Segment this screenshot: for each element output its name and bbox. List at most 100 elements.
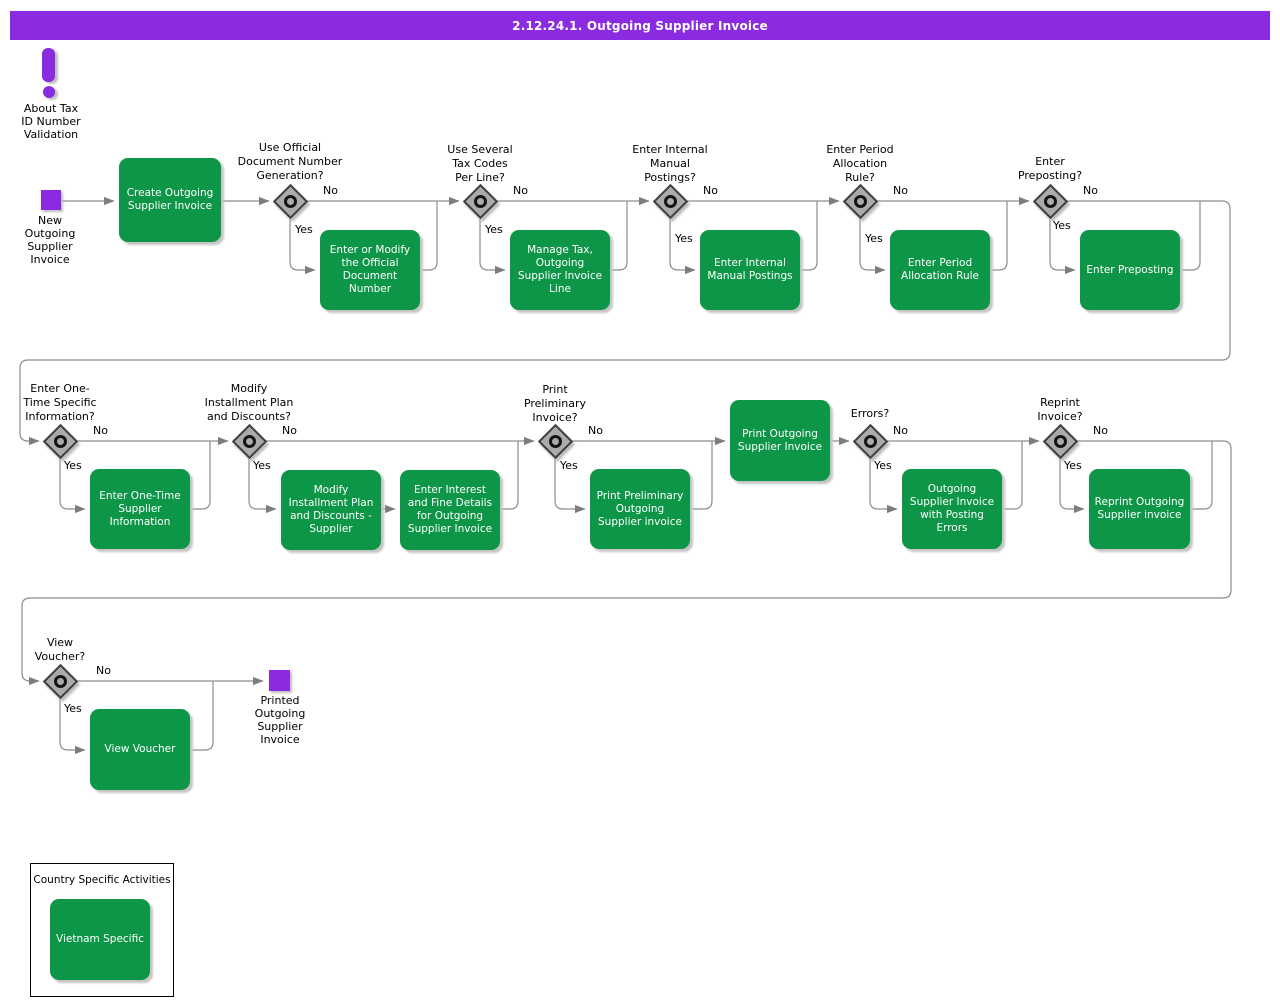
exclamation-dot: [42, 86, 55, 98]
activity-label: Reprint Outgoing Supplier invoice: [1094, 496, 1185, 521]
decision-label: Modify Installment Plan and Discounts?: [204, 382, 294, 423]
gateway-circle-icon: [660, 191, 680, 211]
branch-label-no: No: [893, 424, 908, 437]
branch-label-no: No: [588, 424, 603, 437]
activity-label: Modify Installment Plan and Discounts - …: [288, 484, 374, 535]
activity-view-voucher[interactable]: View Voucher: [90, 709, 190, 790]
decision-enter-preposting: [1032, 183, 1068, 219]
decision-label: Enter Preposting?: [1017, 155, 1083, 182]
activity-print-preliminary-outgoing-supplier-invoice[interactable]: Print Preliminary Outgoing Supplier invo…: [590, 469, 690, 549]
gateway-circle-icon: [1050, 431, 1070, 451]
activity-label: Enter Period Allocation Rule: [901, 257, 979, 282]
decision-enter-one-time-specific-information: [42, 423, 78, 459]
activity-outgoing-supplier-invoice-with-posting-errors[interactable]: Outgoing Supplier Invoice with Posting E…: [902, 469, 1002, 549]
activity-create-outgoing-supplier-invoice[interactable]: Create Outgoing Supplier Invoice: [119, 158, 221, 242]
decision-modify-installment-plan-and-discounts: [231, 423, 267, 459]
gateway-diamond-icon: [537, 423, 573, 459]
gateway-diamond-icon: [462, 183, 498, 219]
activity-label: Outgoing Supplier Invoice with Posting E…: [909, 483, 995, 534]
branch-label-yes: Yes: [64, 702, 82, 715]
branch-label-yes: Yes: [874, 459, 892, 472]
activity-modify-installment-plan-and-discounts-supplier[interactable]: Modify Installment Plan and Discounts - …: [281, 470, 381, 550]
branch-label-yes: Yes: [1053, 219, 1071, 232]
branch-label-yes: Yes: [64, 459, 82, 472]
activity-label: Create Outgoing Supplier Invoice: [126, 187, 214, 212]
branch-label-no: No: [282, 424, 297, 437]
gateway-circle-icon: [545, 431, 565, 451]
decision-label: Use Official Document Number Generation?: [237, 141, 343, 182]
activity-reprint-outgoing-supplier-invoice[interactable]: Reprint Outgoing Supplier invoice: [1089, 469, 1190, 549]
gateway-diamond-icon: [852, 423, 888, 459]
activity-enter-internal-manual-postings[interactable]: Enter Internal Manual Postings: [700, 230, 800, 310]
gateway-diamond-icon: [842, 183, 878, 219]
exclamation-icon[interactable]: [42, 48, 58, 98]
decision-label: View Voucher?: [34, 636, 86, 663]
gateway-diamond-icon: [652, 183, 688, 219]
branch-label-no: No: [93, 424, 108, 437]
gateway-circle-icon: [860, 431, 880, 451]
gateway-circle-icon: [850, 191, 870, 211]
activity-label: Print Outgoing Supplier Invoice: [737, 427, 823, 453]
decision-label: Reprint Invoice?: [1037, 396, 1083, 423]
branch-label-yes: Yes: [253, 459, 271, 472]
branch-label-yes: Yes: [675, 232, 693, 245]
activity-print-outgoing-supplier-invoice[interactable]: Print Outgoing Supplier Invoice: [730, 400, 830, 481]
gateway-circle-icon: [50, 431, 70, 451]
decision-errors: [852, 423, 888, 459]
decision-label: Enter Internal Manual Postings?: [632, 143, 708, 184]
activity-label: Enter or Modify the Official Document Nu…: [329, 244, 411, 295]
activity-label: Print Preliminary Outgoing Supplier invo…: [596, 489, 684, 528]
page-title: 2.12.24.1. Outgoing Supplier Invoice: [512, 18, 768, 33]
start-event-square: [41, 190, 61, 210]
activity-vietnam-specific[interactable]: Vietnam Specific: [50, 899, 150, 980]
decision-use-official-document-number-generation: [272, 183, 308, 219]
activity-label: Enter One-Time Supplier Information: [99, 489, 181, 528]
activity-enter-interest-and-fine-details[interactable]: Enter Interest and Fine Details for Outg…: [400, 470, 500, 550]
gateway-diamond-icon: [1032, 183, 1068, 219]
branch-label-no: No: [893, 184, 908, 197]
gateway-circle-icon: [470, 191, 490, 211]
gateway-diamond-icon: [42, 663, 78, 699]
gateway-diamond-icon: [231, 423, 267, 459]
start-event-label: New Outgoing Supplier Invoice: [24, 214, 76, 266]
activity-label: Enter Internal Manual Postings: [707, 257, 793, 282]
decision-enter-internal-manual-postings: [652, 183, 688, 219]
end-event-label: Printed Outgoing Supplier Invoice: [254, 694, 306, 746]
decision-label: Errors?: [850, 407, 890, 420]
gateway-circle-icon: [280, 191, 300, 211]
decision-view-voucher: [42, 663, 78, 699]
legend-title: Country Specific Activities: [33, 874, 171, 886]
activity-enter-preposting[interactable]: Enter Preposting: [1080, 230, 1180, 310]
gateway-diamond-icon: [42, 423, 78, 459]
gateway-circle-icon: [50, 671, 70, 691]
country-specific-activities-box: Country Specific Activities Vietnam Spec…: [30, 863, 174, 997]
branch-label-yes: Yes: [865, 232, 883, 245]
branch-label-no: No: [1083, 184, 1098, 197]
branch-label-no: No: [513, 184, 528, 197]
gateway-diamond-icon: [272, 183, 308, 219]
end-event-square: [269, 670, 290, 691]
activity-label: View Voucher: [104, 743, 176, 755]
branch-label-no: No: [96, 664, 111, 677]
decision-enter-period-allocation-rule: [842, 183, 878, 219]
activity-enter-one-time-supplier-information[interactable]: Enter One-Time Supplier Information: [90, 469, 190, 549]
branch-label-yes: Yes: [560, 459, 578, 472]
activity-label: Enter Preposting: [1086, 263, 1174, 276]
activity-manage-tax-outgoing-supplier-invoice-line[interactable]: Manage Tax, Outgoing Supplier Invoice Li…: [510, 230, 610, 310]
gateway-diamond-icon: [1042, 423, 1078, 459]
activity-enter-or-modify-official-document-number[interactable]: Enter or Modify the Official Document Nu…: [320, 230, 420, 310]
decision-label: Enter Period Allocation Rule?: [826, 143, 894, 184]
branch-label-yes: Yes: [1064, 459, 1082, 472]
branch-label-no: No: [1093, 424, 1108, 437]
gateway-circle-icon: [239, 431, 259, 451]
decision-print-preliminary-invoice: [537, 423, 573, 459]
activity-enter-period-allocation-rule[interactable]: Enter Period Allocation Rule: [890, 230, 990, 310]
branch-label-yes: Yes: [295, 223, 313, 236]
branch-label-no: No: [703, 184, 718, 197]
note-label: About Tax ID Number Validation: [21, 102, 81, 141]
title-bar: 2.12.24.1. Outgoing Supplier Invoice: [10, 11, 1270, 40]
decision-label: Enter One- Time Specific Information?: [23, 382, 97, 423]
gateway-circle-icon: [1040, 191, 1060, 211]
activity-label: Manage Tax, Outgoing Supplier Invoice Li…: [517, 244, 603, 295]
